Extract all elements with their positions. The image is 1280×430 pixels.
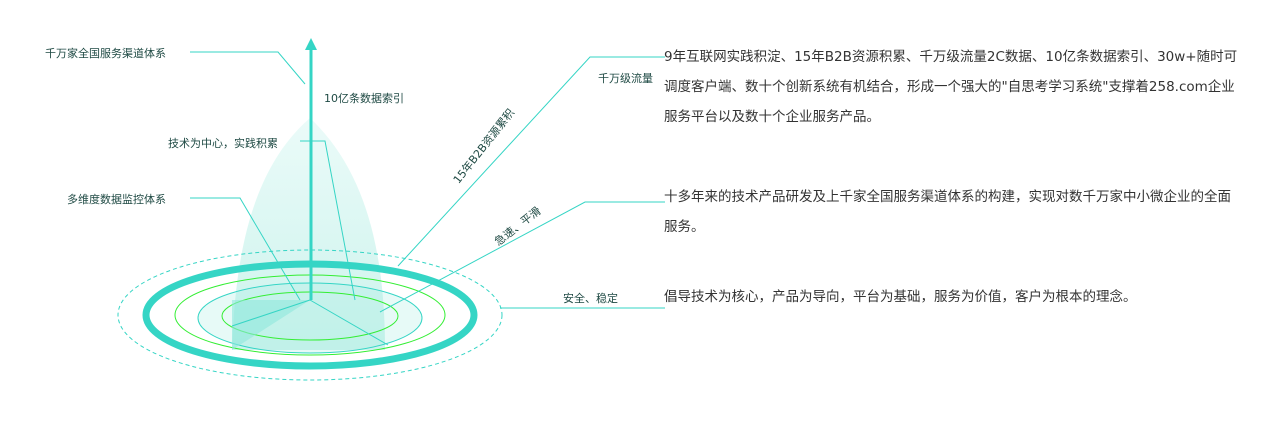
label-safety: 安全、稳定 (563, 292, 618, 305)
label-monitoring: 多维度数据监控体系 (67, 193, 166, 206)
label-traffic: 千万级流量 (598, 72, 653, 85)
arrow-head-icon (305, 38, 317, 50)
paragraph-platform: 9年互联网实践积淀、15年B2B资源积累、千万级流量2C数据、10亿条数据索引、… (664, 49, 1238, 125)
label-tech-center: 技术为中心，实践积累 (168, 137, 278, 150)
paragraph-philosophy: 倡导技术为核心，产品为导向，平台为基础，服务为价值，客户为根本的理念。 (664, 289, 1137, 305)
label-index: 10亿条数据索引 (324, 92, 404, 105)
pyramid-face (232, 300, 310, 350)
leader-line-tech (300, 140, 356, 301)
leader-line-speed (379, 201, 665, 313)
paragraph-service: 十多年来的技术产品研发及上千家全国服务渠道体系的构建，实现对数千万家中小微企业的… (664, 189, 1231, 235)
leader-line-monitoring (190, 197, 301, 301)
outer-dashed-ring (117, 249, 503, 381)
leader-line-traffic (397, 56, 665, 267)
leader-line-channels (190, 51, 306, 85)
leaf-shape (232, 118, 385, 350)
label-channels: 千万家全国服务渠道体系 (45, 47, 166, 60)
